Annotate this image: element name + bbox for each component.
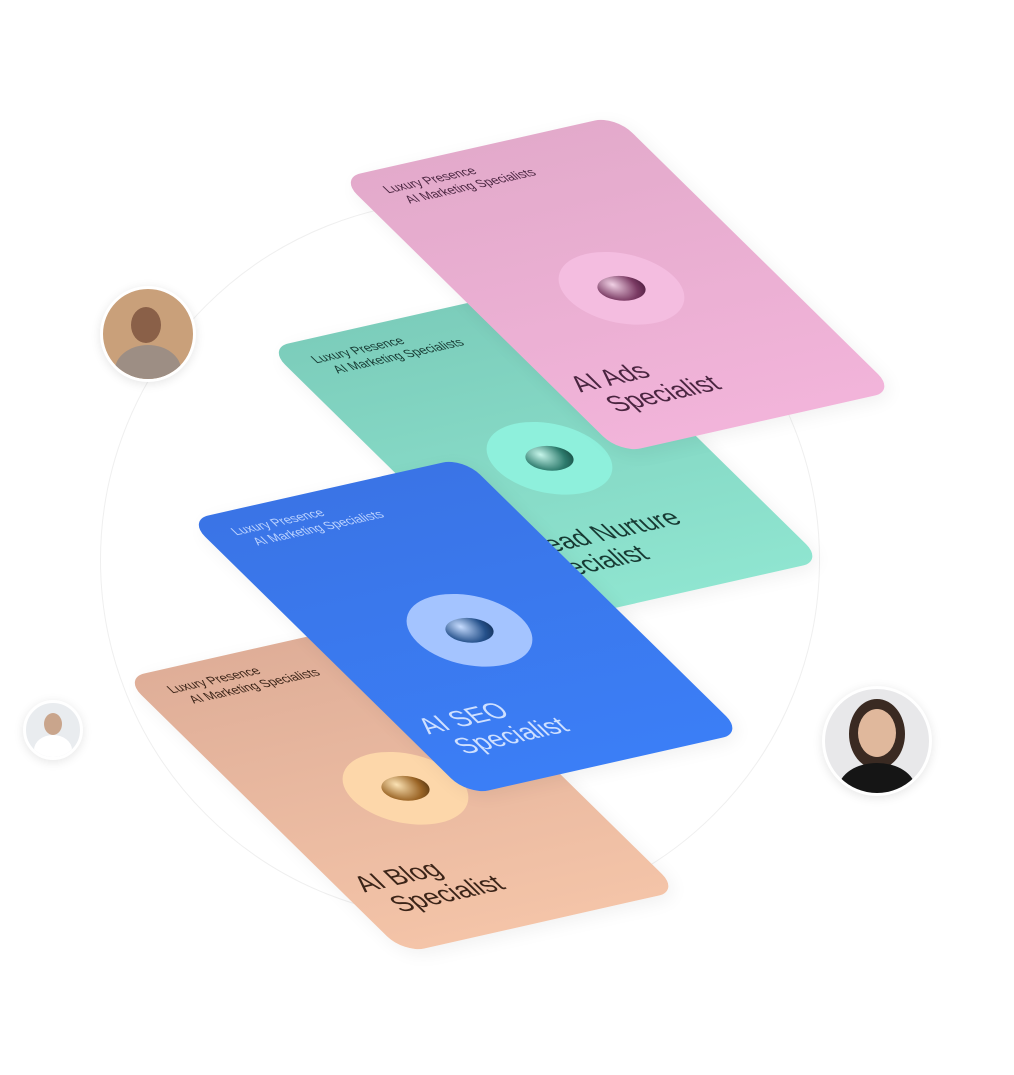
avatar-face bbox=[858, 709, 896, 757]
avatar-man bbox=[100, 286, 196, 382]
avatar-face bbox=[131, 307, 161, 343]
avatar-body bbox=[839, 763, 915, 793]
avatar-small bbox=[23, 700, 83, 760]
avatar-woman bbox=[822, 686, 932, 796]
avatar-face bbox=[44, 713, 62, 735]
avatar-body bbox=[115, 345, 181, 379]
avatar-body bbox=[34, 735, 72, 757]
